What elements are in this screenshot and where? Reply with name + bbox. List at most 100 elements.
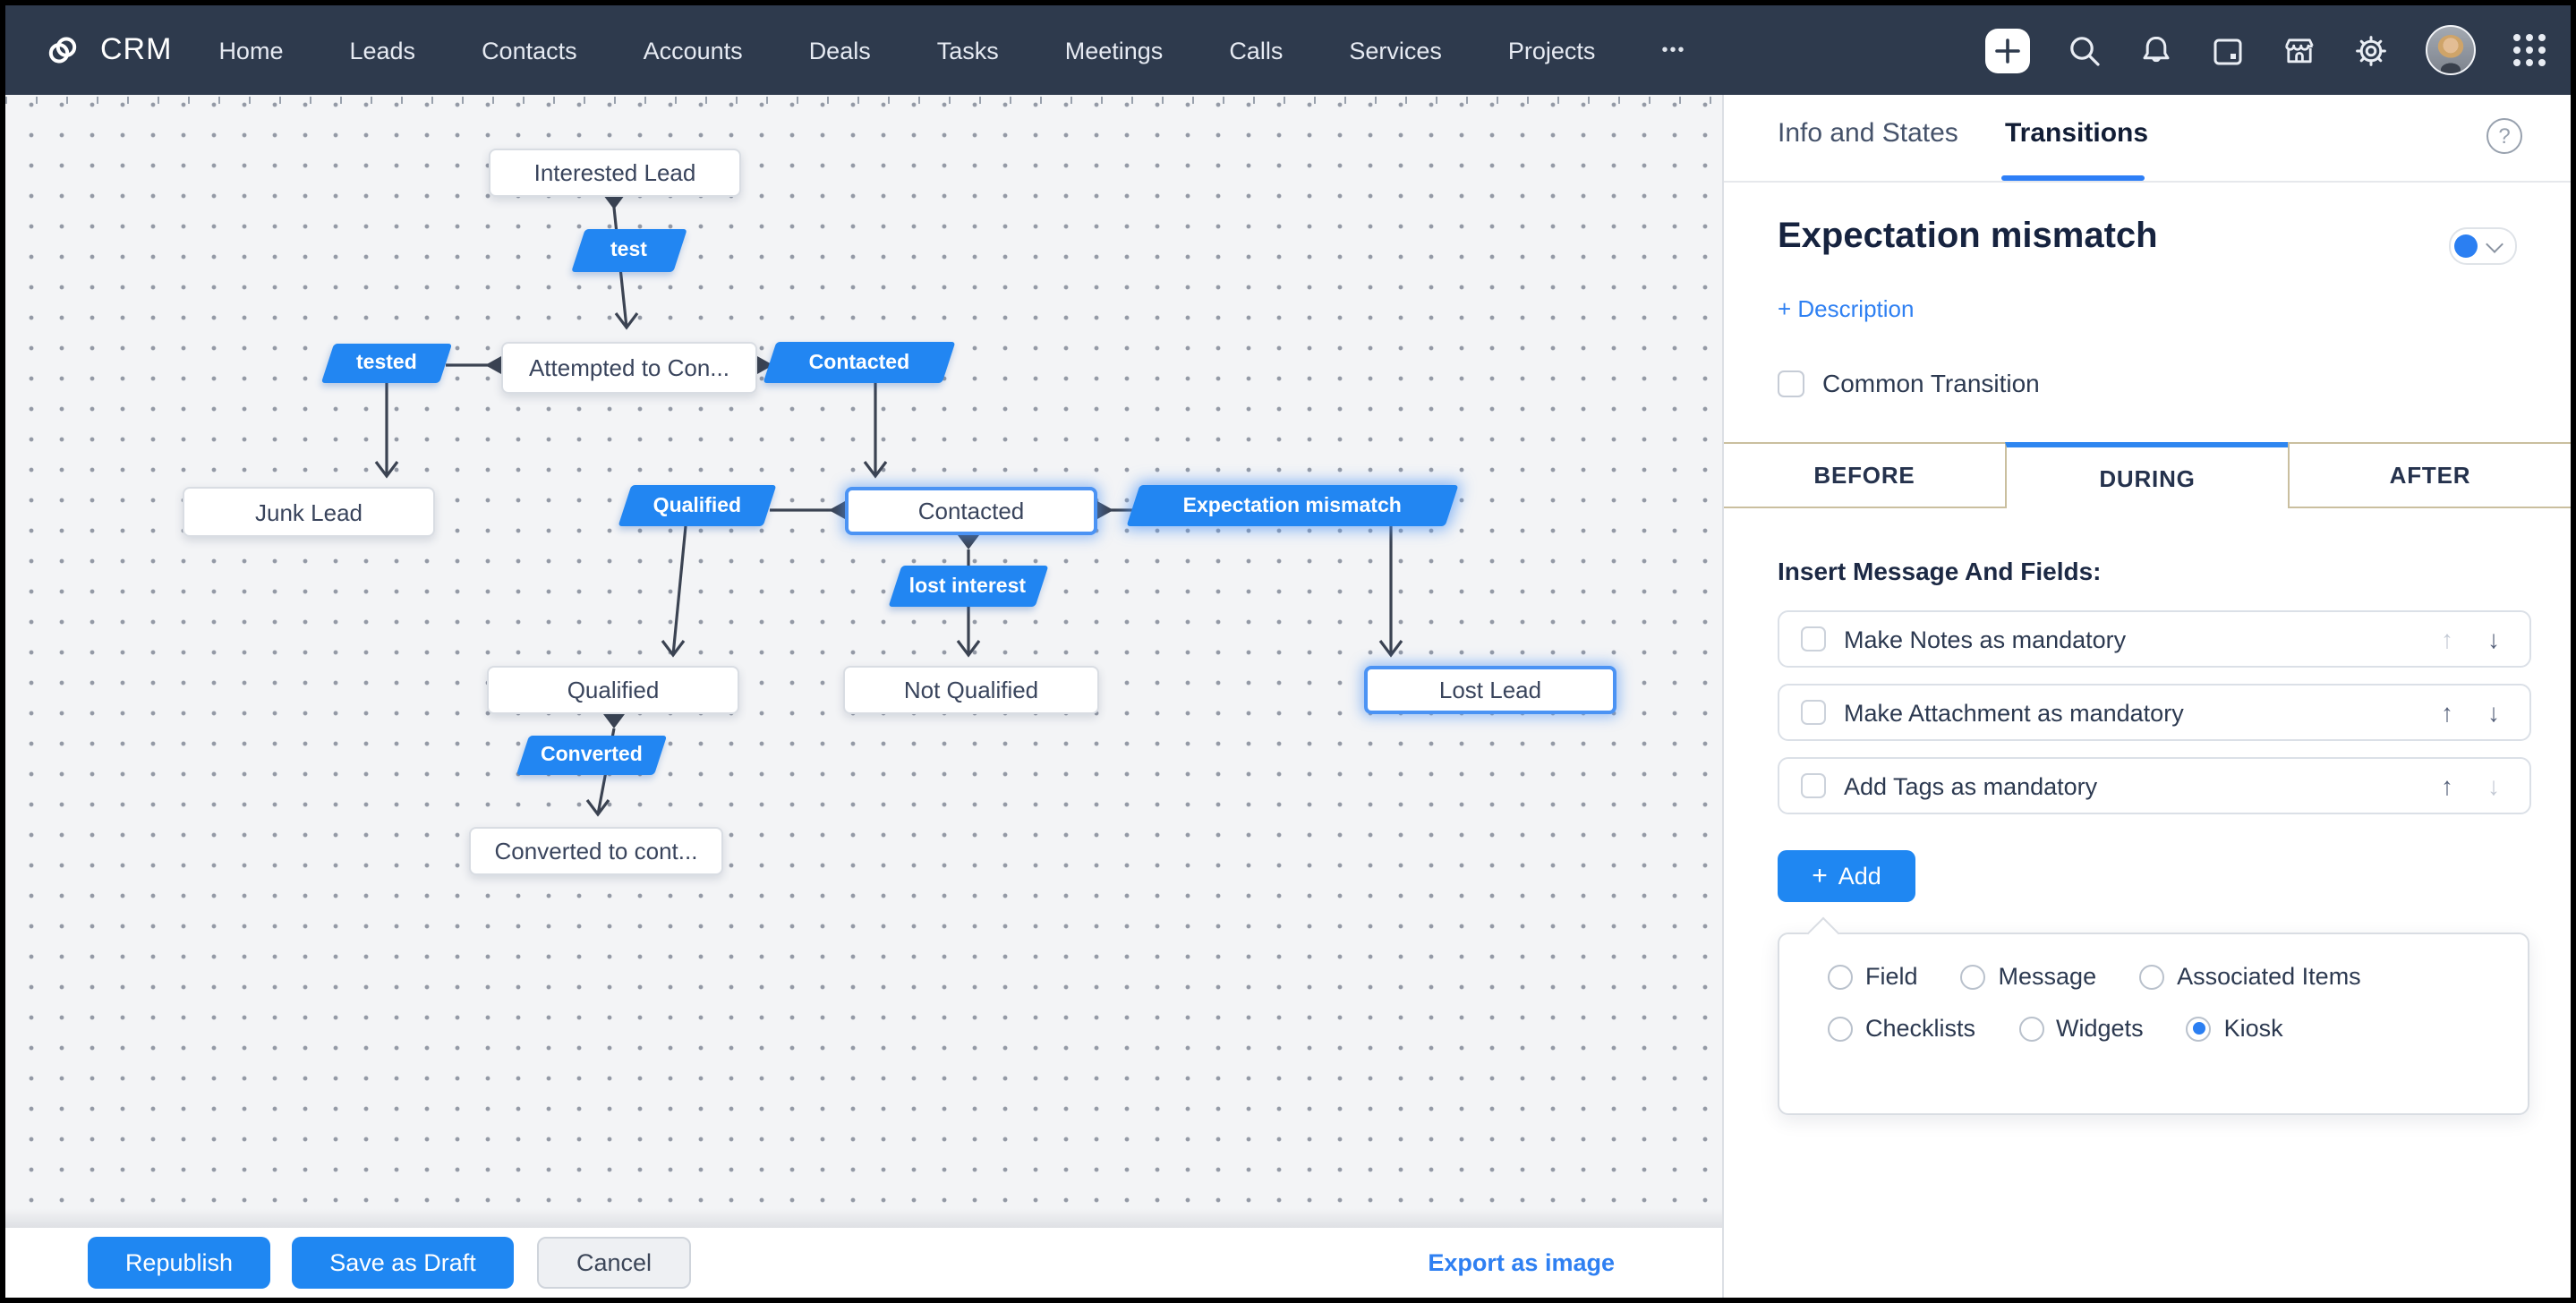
transition-label: test xyxy=(610,240,648,261)
item-checkbox[interactable] xyxy=(1801,773,1826,798)
transition-label: lost interest xyxy=(909,575,1028,597)
nav-item-projects[interactable]: Projects xyxy=(1507,37,1596,64)
stage-tab-after[interactable]: AFTER xyxy=(2288,442,2571,508)
nav-item-leads[interactable]: Leads xyxy=(349,37,416,64)
item-label: Make Notes as mandatory xyxy=(1844,626,2127,652)
transition-node-tested[interactable]: tested xyxy=(320,344,453,383)
add-button-label: Add xyxy=(1838,863,1881,890)
nav-right-icons xyxy=(1985,25,2571,75)
user-avatar[interactable] xyxy=(2426,25,2476,75)
apps-grid-icon[interactable] xyxy=(2513,34,2546,66)
add-options-popover: Field Message Associated Items Checklists W… xyxy=(1778,916,2529,1115)
radio-icon xyxy=(2018,1016,2044,1041)
stage-tab-during[interactable]: DURING xyxy=(2005,442,2288,508)
common-transition-label: Common Transition xyxy=(1822,369,2040,397)
transition-status-toggle[interactable] xyxy=(2449,227,2517,265)
panel-header: Info and States Transitions xyxy=(1724,95,2571,183)
item-label: Make Attachment as mandatory xyxy=(1844,699,2184,726)
nav-items: Home Leads Contacts Accounts Deals Tasks Meeti… xyxy=(218,37,1685,64)
search-icon[interactable] xyxy=(2068,33,2102,67)
add-option-field[interactable]: Field xyxy=(1828,963,1918,990)
item-checkbox[interactable] xyxy=(1801,626,1826,652)
canvas-footer: Republish Save as Draft Cancel Export as… xyxy=(5,1208,1722,1298)
transition-label: tested xyxy=(356,353,417,374)
move-up-icon[interactable]: ↑ xyxy=(2441,698,2453,727)
transition-node-qualified-transition[interactable]: Qualified xyxy=(618,485,777,526)
transition-label: Converted xyxy=(541,745,643,766)
question-mark-icon[interactable] xyxy=(2486,118,2522,154)
nav-item-calls[interactable]: Calls xyxy=(1229,37,1284,64)
move-down-icon[interactable]: ↓ xyxy=(2487,698,2500,727)
nav-item-contacts[interactable]: Contacts xyxy=(482,37,577,64)
transition-label: Contacted xyxy=(808,352,910,373)
state-node-contacted-state[interactable]: Contacted xyxy=(845,487,1097,535)
blueprint-canvas[interactable]: Interested Lead test tested Attempted to Co… xyxy=(5,95,1724,1298)
state-node-interested-lead[interactable]: Interested Lead xyxy=(489,149,741,197)
toggle-dot xyxy=(2454,234,2478,258)
nav-item-tasks[interactable]: Tasks xyxy=(936,37,999,64)
transition-node-expectation-mismatch[interactable]: Expectation mismatch xyxy=(1126,485,1459,526)
state-node-qualified-state[interactable]: Qualified xyxy=(487,666,739,714)
add-option-associated-items[interactable]: Associated Items xyxy=(2139,963,2361,990)
mandatory-item-row: Make Notes as mandatory ↑ ↓ xyxy=(1778,610,2531,668)
nav-item-meetings[interactable]: Meetings xyxy=(1064,37,1164,64)
transition-label: Expectation mismatch xyxy=(1182,495,1403,516)
republish-button[interactable]: Republish xyxy=(88,1237,270,1289)
footer-shadow xyxy=(5,1208,1722,1228)
transition-node-converted[interactable]: Converted xyxy=(516,736,668,775)
export-as-image-link[interactable]: Export as image xyxy=(1428,1249,1615,1276)
tab-info-and-states[interactable]: Info and States xyxy=(1778,118,1958,149)
cancel-button[interactable]: Cancel xyxy=(537,1237,691,1289)
brand[interactable]: CRM xyxy=(5,29,218,72)
add-description-link[interactable]: + Description xyxy=(1778,295,1915,322)
bell-icon[interactable] xyxy=(2139,33,2173,67)
add-option-message[interactable]: Message xyxy=(1960,963,2096,990)
popover-caret xyxy=(1806,916,1840,950)
radio-label: Kiosk xyxy=(2223,1015,2283,1042)
quick-create-plus-icon[interactable] xyxy=(1985,28,2030,72)
radio-icon xyxy=(1828,964,1853,989)
add-option-widgets[interactable]: Widgets xyxy=(2018,1015,2144,1042)
calendar-icon[interactable] xyxy=(2211,33,2245,67)
active-tab-underline xyxy=(2001,175,2145,181)
transition-label: Qualified xyxy=(653,495,742,516)
add-option-kiosk[interactable]: Kiosk xyxy=(2186,1015,2283,1042)
mandatory-item-row: Add Tags as mandatory ↑ ↓ xyxy=(1778,757,2531,814)
tab-transitions[interactable]: Transitions xyxy=(2005,118,2149,149)
radio-icon xyxy=(1960,964,1986,989)
common-transition-row: Common Transition xyxy=(1778,369,2040,397)
state-node-attempted-to-contact[interactable]: Attempted to Con... xyxy=(501,342,757,394)
transition-node-contacted-transition[interactable]: Contacted xyxy=(763,342,956,383)
nav-item-deals[interactable]: Deals xyxy=(808,37,871,64)
save-as-draft-button[interactable]: Save as Draft xyxy=(292,1237,514,1289)
stage-tab-before[interactable]: BEFORE xyxy=(1724,442,2005,508)
nav-more-icon[interactable]: ••• xyxy=(1661,40,1686,60)
nav-item-home[interactable]: Home xyxy=(218,37,284,64)
state-node-not-qualified[interactable]: Not Qualified xyxy=(843,666,1099,714)
crm-logo-icon xyxy=(41,29,84,72)
settings-gear-icon[interactable] xyxy=(2354,33,2388,67)
common-transition-checkbox[interactable] xyxy=(1778,370,1804,396)
transition-node-lost-interest[interactable]: lost interest xyxy=(888,566,1049,607)
move-up-icon: ↑ xyxy=(2441,625,2453,653)
brand-name: CRM xyxy=(100,32,173,66)
move-up-icon[interactable]: ↑ xyxy=(2441,771,2453,800)
marketplace-icon[interactable] xyxy=(2282,33,2316,67)
radio-label: Associated Items xyxy=(2177,963,2361,990)
move-down-icon[interactable]: ↓ xyxy=(2487,625,2500,653)
nav-item-accounts[interactable]: Accounts xyxy=(643,37,743,64)
item-label: Add Tags as mandatory xyxy=(1844,772,2098,799)
add-button[interactable]: + Add xyxy=(1778,850,1915,902)
radio-label: Widgets xyxy=(2056,1015,2144,1042)
state-node-lost-lead[interactable]: Lost Lead xyxy=(1364,666,1616,714)
move-down-icon: ↓ xyxy=(2487,771,2500,800)
state-node-converted-to-contact[interactable]: Converted to cont... xyxy=(469,827,723,875)
top-nav: CRM Home Leads Contacts Accounts Deals Tasks M… xyxy=(5,5,2571,95)
item-checkbox[interactable] xyxy=(1801,700,1826,725)
transition-node-test[interactable]: test xyxy=(571,229,687,272)
nav-item-services[interactable]: Services xyxy=(1349,37,1442,64)
add-option-checklists[interactable]: Checklists xyxy=(1828,1015,1975,1042)
state-node-junk-lead[interactable]: Junk Lead xyxy=(183,487,435,537)
